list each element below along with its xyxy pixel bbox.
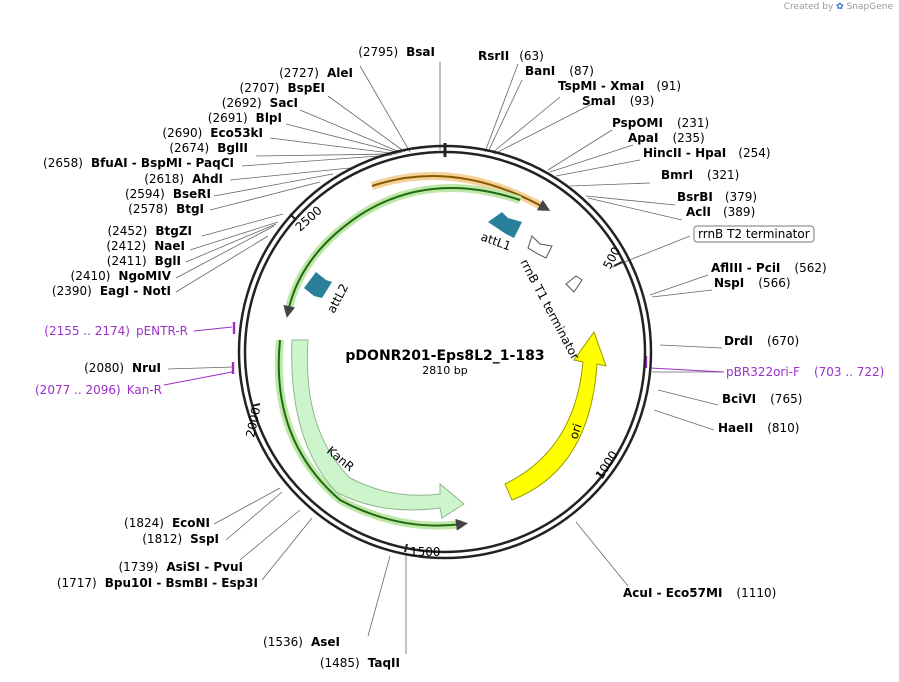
orange-feature-arrow <box>371 174 551 211</box>
snapgene-logo: ✿ <box>836 2 844 12</box>
site-pspomi: PspOMI(231) <box>612 116 709 130</box>
attl1-feature <box>488 212 522 238</box>
primer-pbr322ori-f: pBR322ori-F(703 .. 722) <box>726 365 884 379</box>
site-sspi: (1812)SspI <box>142 532 219 546</box>
site-rsrii: RsrII(63) <box>478 49 544 63</box>
rrnb-t2-label: rrnB T2 terminator <box>698 227 810 241</box>
site-bpu10i-bsmbi-esp3i: (1717)Bpu10I - BsmBI - Esp3I <box>57 576 258 590</box>
site-asei: (1536)AseI <box>263 635 340 649</box>
site-taqii: (1485)TaqII <box>320 656 400 670</box>
rrnb-t2-arrow <box>565 275 583 293</box>
plasmid-name: pDONR201-Eps8L2_1-183 <box>345 348 544 364</box>
enzyme-labels-left: (2795)BsaI (2727)AleI (2707)BspEI (2692)… <box>43 45 435 670</box>
rrnb-t1-label: rrnB T1 terminator <box>517 257 582 362</box>
credit-brand: SnapGene <box>846 2 893 12</box>
attl2-feature <box>304 272 332 298</box>
site-bfuai-bspmi-paqci: (2658)BfuAI - BspMI - PaqCI <box>43 156 234 170</box>
ori-label: ori <box>567 422 585 441</box>
site-bgli: (2411)BglI <box>107 254 181 268</box>
green-arc-arrow <box>283 187 521 318</box>
site-ngomiv: (2410)NgoMIV <box>71 269 172 283</box>
site-ahdi: (2618)AhdI <box>144 172 223 186</box>
primer-pentr-r: (2155 .. 2174)pENTR-R <box>44 324 188 338</box>
site-smai: SmaI(93) <box>582 94 654 108</box>
site-tspmi-xmai: TspMI - XmaI(91) <box>558 79 681 93</box>
tick-label-500: 500 <box>600 245 623 272</box>
site-alei: (2727)AleI <box>279 66 353 80</box>
enzyme-labels-right: RsrII(63) BanI(87) TspMI - XmaI(91) SmaI… <box>478 49 827 600</box>
rrnb-t2-box <box>693 225 815 243</box>
site-bani: BanI(87) <box>525 64 594 78</box>
site-eco53ki: (2690)Eco53kI <box>162 126 263 140</box>
site-apai: ApaI(235) <box>628 131 705 145</box>
scale-ticks <box>251 213 623 553</box>
kanr-feature <box>291 339 465 519</box>
site-bspei: (2707)BspEI <box>240 81 325 95</box>
primer-lines <box>163 326 725 386</box>
site-naei: (2412)NaeI <box>106 239 185 253</box>
primer-kan-r: (2077 .. 2096)Kan-R <box>35 383 162 397</box>
site-nspi: NspI(566) <box>714 276 791 290</box>
tick-label-1500: 1500 <box>410 545 441 559</box>
site-eagi-noti: (2390)EagI - NotI <box>52 284 171 298</box>
site-bglii: (2674)BglII <box>169 141 248 155</box>
site-bsai: (2795)BsaI <box>358 45 435 59</box>
kanr-outer-arrow <box>277 339 468 531</box>
plasmid-size: 2810 bp <box>422 364 467 377</box>
site-nrui: (2080)NruI <box>84 361 161 375</box>
site-bmri: BmrI(321) <box>661 168 739 182</box>
primer-labels: (2155 .. 2174)pENTR-R (2077 .. 2096)Kan-… <box>35 324 884 397</box>
site-acui-eco57mi: AcuI - Eco57MI(1110) <box>623 586 776 600</box>
site-blpi: (2691)BlpI <box>208 111 282 125</box>
site-econi: (1824)EcoNI <box>124 516 210 530</box>
credit-prefix: Created by <box>783 2 834 12</box>
rrnb-t1-arrow <box>527 235 553 259</box>
site-bsrbi: BsrBI(379) <box>677 190 757 204</box>
site-hincii-hpai: HincII - HpaI(254) <box>643 146 771 160</box>
site-drdi: DrdI(670) <box>724 334 799 348</box>
site-asisi-pvui: (1739)AsiSI - PvuI <box>118 560 243 574</box>
site-btgzi: (2452)BtgZI <box>107 224 192 238</box>
site-acli: AclI(389) <box>686 205 755 219</box>
leader-lines <box>167 62 723 654</box>
site-saci: (2692)SacI <box>222 96 298 110</box>
site-afliii-pcii: AflIII - PciI(562) <box>711 261 827 275</box>
site-haeii: HaeII(810) <box>718 421 800 435</box>
site-bcivi: BciVI(765) <box>722 392 802 406</box>
tick-label-2000: 2000 <box>243 406 263 439</box>
site-btgi: (2578)BtgI <box>128 202 204 216</box>
ori-feature <box>504 330 607 501</box>
site-bseri: (2594)BseRI <box>125 187 211 201</box>
credit-line: Created by ✿ SnapGene <box>784 2 893 12</box>
